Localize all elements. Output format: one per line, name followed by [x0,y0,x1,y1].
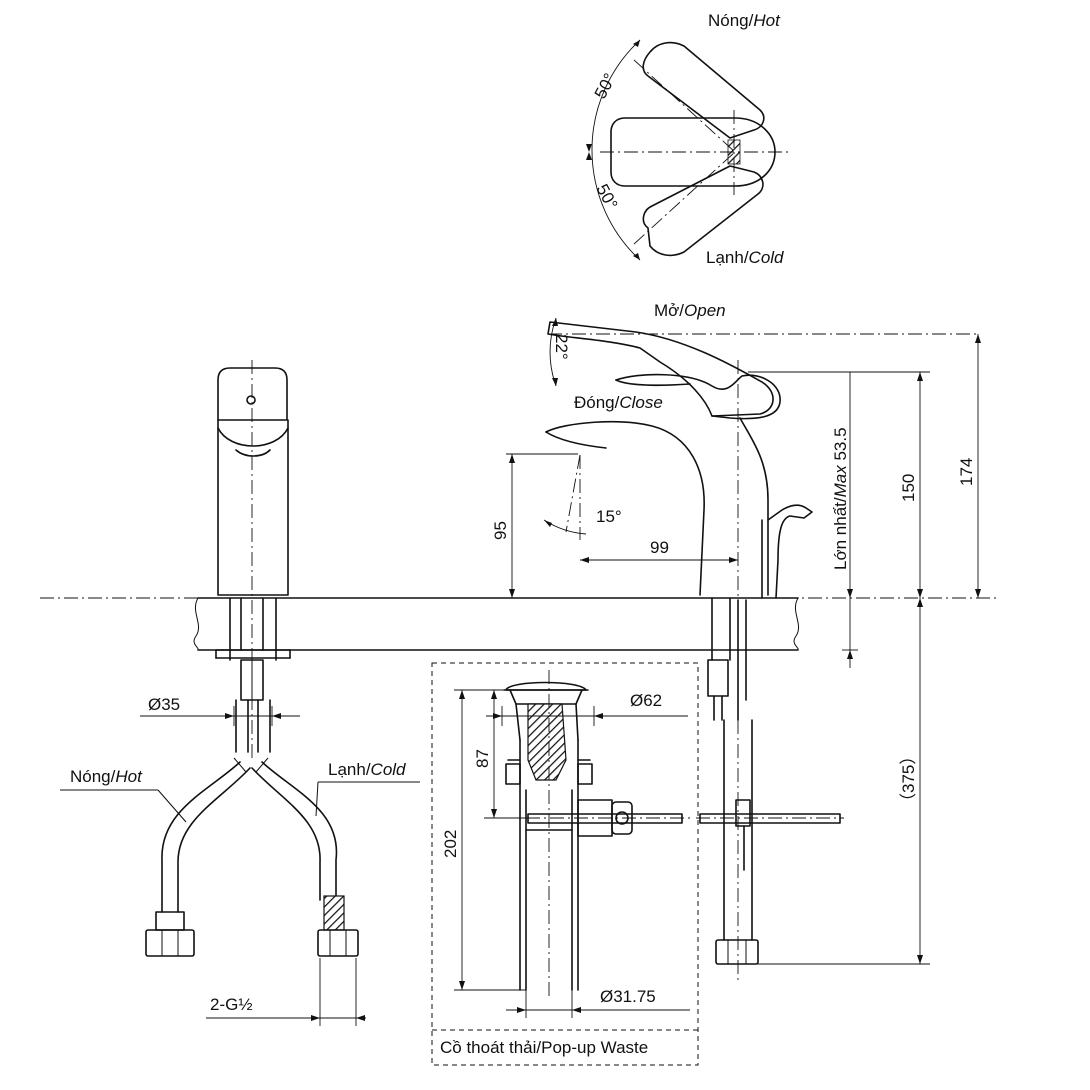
dim-87-label: 87 [473,749,492,768]
pop-up-waste-caption: Cồ thoát thải/Pop-up Waste [440,1038,648,1057]
handle-top-view: 50° 50° Nóng/Hot Lạnh/Cold [586,11,790,267]
dim-375-label: （375） [899,748,918,810]
angle-spout-label: 15° [596,507,622,526]
dim-150-label: 150 [899,474,918,502]
hot-top-label: Nóng/Hot [708,11,781,30]
angle-open-label: 22° [552,334,571,360]
pop-up-waste-detail: Ø62 87 202 Ø31.75 Cồ thoát thải/Pop-up W… [431,662,699,1066]
angle-hot-label: 50° [591,70,620,102]
angle-cold-label: 50° [592,181,621,213]
front-view: Ø35 Nóng/Hot Lạnh/Cold 2-G½ [60,360,420,1026]
diameter-62-label: Ø62 [630,691,662,710]
dim-95-label: 95 [491,521,510,540]
cold-hose-label: Lạnh/Cold [328,760,406,779]
open-label: Mở/Open [654,301,726,320]
side-view: 22° 15° 95 99 150 174 （375 [491,301,981,980]
close-label: Đóng/Close [574,393,663,412]
countertop [40,597,1000,651]
dim-99-label: 99 [650,538,669,557]
diameter-35-label: Ø35 [148,695,180,714]
max-thickness-label: Lớn nhất/Max 53.5 [831,427,850,570]
cold-top-label: Lạnh/Cold [706,248,784,267]
dim-202-label: 202 [441,830,460,858]
hot-hose-label: Nóng/Hot [70,767,143,786]
diameter-31-75-label: Ø31.75 [600,987,656,1006]
dim-174-label: 174 [957,458,976,486]
thread-label: 2-G½ [210,995,253,1014]
